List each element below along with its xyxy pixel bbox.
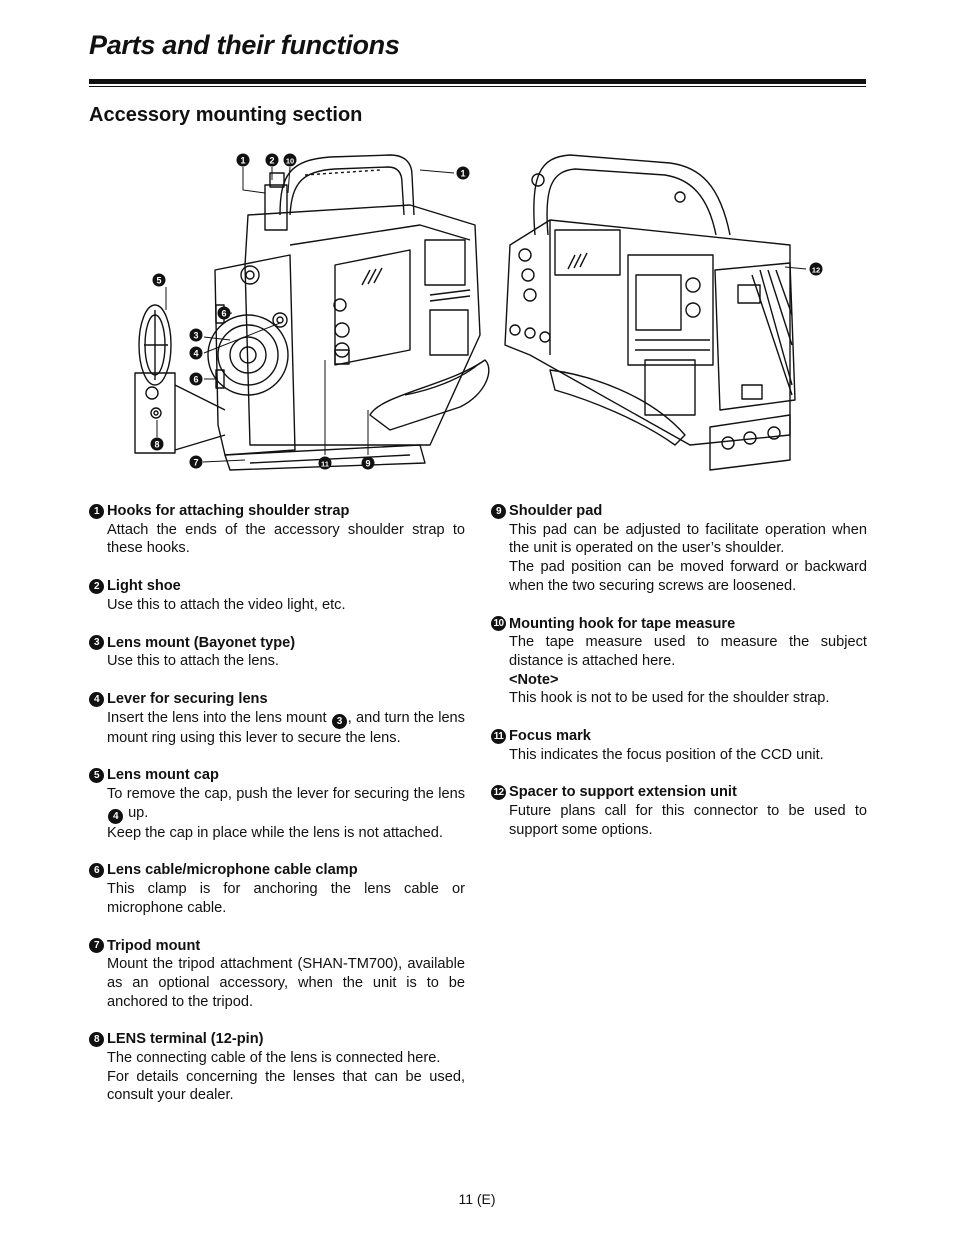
item-title: Hooks for attaching shoulder strap — [107, 503, 350, 519]
number-badge: 6 — [89, 863, 104, 879]
item-text: To remove the cap, push the lever for se… — [107, 786, 465, 824]
svg-text:7: 7 — [193, 458, 198, 468]
callout-10: 10 — [283, 153, 297, 167]
svg-text:5: 5 — [156, 276, 161, 286]
svg-text:1: 1 — [240, 156, 245, 166]
callout-2: 2 — [265, 153, 279, 167]
svg-text:11: 11 — [321, 460, 329, 469]
number-badge: 8 — [89, 1032, 104, 1048]
item-title: Tripod mount — [107, 937, 201, 954]
callout-1-right: 1 — [456, 166, 470, 180]
item-title: Spacer to support extension unit — [509, 784, 737, 801]
svg-text:10: 10 — [286, 157, 294, 166]
item-text: Keep the cap in place while the lens is … — [107, 824, 443, 841]
title-rule — [89, 79, 866, 84]
camera-front-view — [134, 154, 490, 471]
number-badge: 12 — [491, 785, 506, 801]
number-badge: 5 — [89, 768, 104, 784]
note-label: <Note> — [509, 671, 559, 688]
number-badge: 10 — [491, 616, 506, 632]
callout-9: 9 — [361, 456, 375, 470]
item-text: The pad position can be moved forward or… — [509, 559, 867, 594]
number-badge: 4 — [89, 691, 104, 707]
item-title: Lens mount cap — [107, 767, 219, 784]
svg-text:9: 9 — [365, 459, 370, 469]
number-badge: 1 — [89, 503, 104, 519]
item-title: LENS terminal (12-pin) — [107, 1031, 264, 1048]
item-text: The tape measure used to measure the sub… — [509, 634, 867, 669]
item-text: This indicates the focus position of the… — [509, 746, 824, 763]
svg-text:1: 1 — [460, 169, 465, 179]
item-text: This pad can be adjusted to facilitate o… — [509, 521, 867, 557]
callout-11: 11 — [318, 456, 332, 470]
item-text: The connecting cable of the lens is conn… — [107, 1050, 441, 1067]
svg-text:6: 6 — [221, 309, 226, 319]
svg-text:12: 12 — [812, 266, 820, 275]
camera-illustration: 1 2 10 1 5 6 3 4 6 8 7 1 — [134, 153, 823, 471]
callout-1-top: 1 — [236, 153, 250, 167]
callout-7: 7 — [189, 455, 203, 469]
callout-5: 5 — [152, 273, 166, 287]
svg-text:6: 6 — [193, 375, 198, 385]
item-text: Use this to attach the video light, etc. — [107, 596, 346, 613]
number-reference: 4 — [108, 808, 123, 824]
number-reference: 3 — [331, 713, 347, 729]
item-title: Lens mount (Bayonet type) — [107, 634, 296, 651]
callout-4: 4 — [189, 346, 203, 360]
item-text: For details concerning the lenses that c… — [107, 1068, 465, 1104]
callout-6-lower: 6 — [189, 372, 203, 386]
item-text: This clamp is for anchoring the lens cab… — [107, 881, 465, 916]
callout-6-upper: 6 — [217, 306, 231, 320]
number-badge: 2 — [89, 578, 104, 594]
item-title: Light shoe — [107, 578, 181, 595]
item-title: Focus mark — [509, 728, 591, 745]
note-text: This hook is not to be used for the shou… — [509, 690, 830, 707]
item-title: Lever for securing lens — [107, 690, 268, 707]
page-number: 11 (E) — [458, 1191, 496, 1207]
svg-text:3: 3 — [193, 331, 198, 341]
item-text: Mount the tripod attachment (SHAN-TM700)… — [107, 956, 465, 1010]
number-badge: 7 — [89, 938, 104, 954]
callout-3: 3 — [189, 328, 203, 342]
title-rule-thin — [89, 86, 866, 87]
number-badge: 11 — [491, 728, 506, 744]
item-text: Attach the ends of the accessory shoulde… — [107, 521, 465, 557]
item-title: Shoulder pad — [509, 503, 603, 519]
svg-text:4: 4 — [193, 349, 198, 359]
number-badge: 3 — [89, 635, 104, 651]
page-title: Parts and their functions — [89, 30, 400, 60]
item-text: Use this to attach the lens. — [107, 653, 279, 670]
callout-12: 12 — [809, 262, 823, 276]
item-text: Insert the lens into the lens mount 3, a… — [107, 709, 465, 746]
svg-text:2: 2 — [269, 156, 274, 166]
callout-8: 8 — [150, 437, 164, 451]
item-text: Future plans call for this connector to … — [509, 803, 867, 838]
svg-text:8: 8 — [154, 440, 159, 450]
section-heading: Accessory mounting section — [89, 104, 363, 126]
camera-rear-view — [504, 154, 796, 471]
number-badge: 9 — [491, 503, 506, 519]
item-title: Mounting hook for tape measure — [509, 615, 736, 632]
item-title: Lens cable/microphone cable clamp — [107, 862, 358, 879]
